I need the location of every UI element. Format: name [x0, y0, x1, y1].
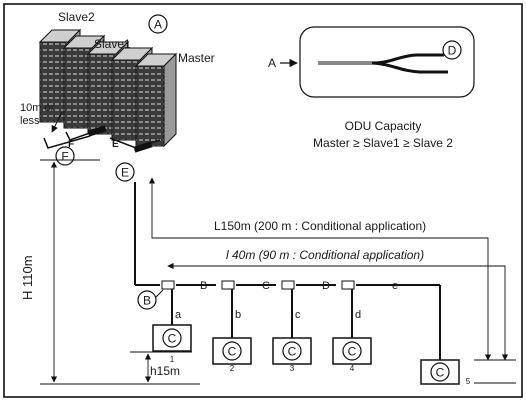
marker-b-leader — [155, 289, 164, 298]
distance-label-line2: less — [20, 115, 40, 127]
branch-c-small-label: c — [295, 309, 301, 321]
h-dimension: h15m — [130, 351, 192, 383]
indoor-unit-2: C 2 — [212, 337, 252, 373]
indoor-4-number: 4 — [350, 364, 355, 373]
branch-d-small-label: d — [355, 309, 361, 321]
indoor-unit-1: C 1 — [152, 324, 192, 364]
H-dimension: H 110m — [20, 159, 200, 385]
L-length-label: L150m (200 m : Conditional application) — [214, 219, 426, 233]
indoor-3-marker: C — [288, 345, 297, 359]
indoor-5-marker: C — [436, 366, 445, 380]
branch-joint-3 — [281, 280, 295, 290]
master-label: Master — [178, 51, 215, 65]
branch-c-label: C — [262, 280, 270, 292]
master-unit — [134, 52, 178, 148]
indoor-2-marker: C — [228, 345, 237, 359]
capacity-relation: Master ≥ Slave1 ≥ Slave 2 — [313, 136, 453, 150]
indoor-3-number: 3 — [290, 364, 295, 373]
branch-e-label: e — [392, 280, 398, 292]
indoor-1-number: 1 — [170, 355, 175, 364]
slave1-label: Slave1 — [94, 37, 131, 51]
marker-a-label: A — [154, 18, 162, 32]
indoor-5-number: 5 — [466, 377, 471, 386]
inset-panel: A D — [268, 26, 475, 98]
marker-d-label: D — [448, 44, 457, 58]
branch-d-label: D — [322, 280, 330, 292]
inset-arrow-label: A — [268, 56, 276, 70]
branch-joint-4 — [341, 280, 355, 290]
odu-header-pipes: F E — [43, 125, 161, 153]
indoor-2-number: 2 — [230, 364, 235, 373]
small-e-label: E — [112, 139, 119, 150]
branch-joint-2 — [221, 280, 235, 290]
l-dimension: l 40m (90 m : Conditional application) — [167, 248, 509, 361]
H-height-label: H 110m — [20, 255, 35, 300]
l-length-label: l 40m (90 m : Conditional application) — [226, 248, 424, 262]
indoor-unit-5: C 5 — [420, 359, 471, 386]
branch-joint-e — [133, 141, 153, 153]
marker-e-label: E — [121, 166, 129, 180]
h-height-label: h15m — [150, 364, 180, 378]
marker-d-circle — [442, 40, 462, 60]
indoor-unit-3: C 3 — [272, 337, 312, 373]
branch-joint-f — [87, 125, 107, 137]
capacity-title: ODU Capacity — [345, 119, 422, 133]
marker-a-circle — [148, 14, 168, 34]
branch-b-label: B — [200, 280, 207, 292]
slave2-label: Slave2 — [58, 10, 95, 24]
distance-label-line1: 10m or — [20, 102, 55, 114]
branch-a-label: a — [175, 309, 182, 321]
marker-f-circle — [55, 146, 75, 166]
distance-arrow — [51, 111, 63, 133]
outdoor-units: Slave2 Slave1 Master A — [38, 10, 215, 148]
frame-border — [3, 3, 523, 398]
branch-joint-1 — [161, 280, 175, 290]
marker-b-label: B — [143, 294, 151, 308]
branch-b-small-label: b — [235, 309, 241, 321]
marker-e-circle — [115, 162, 135, 182]
small-f-label: F — [68, 139, 74, 150]
L-dimension: L150m (200 m : Conditional application) — [148, 177, 492, 361]
indoor-1-marker: C — [168, 332, 177, 346]
marker-f-label: F — [61, 150, 68, 164]
indoor-4-marker: C — [348, 345, 357, 359]
indoor-unit-4: C 4 — [332, 337, 372, 373]
